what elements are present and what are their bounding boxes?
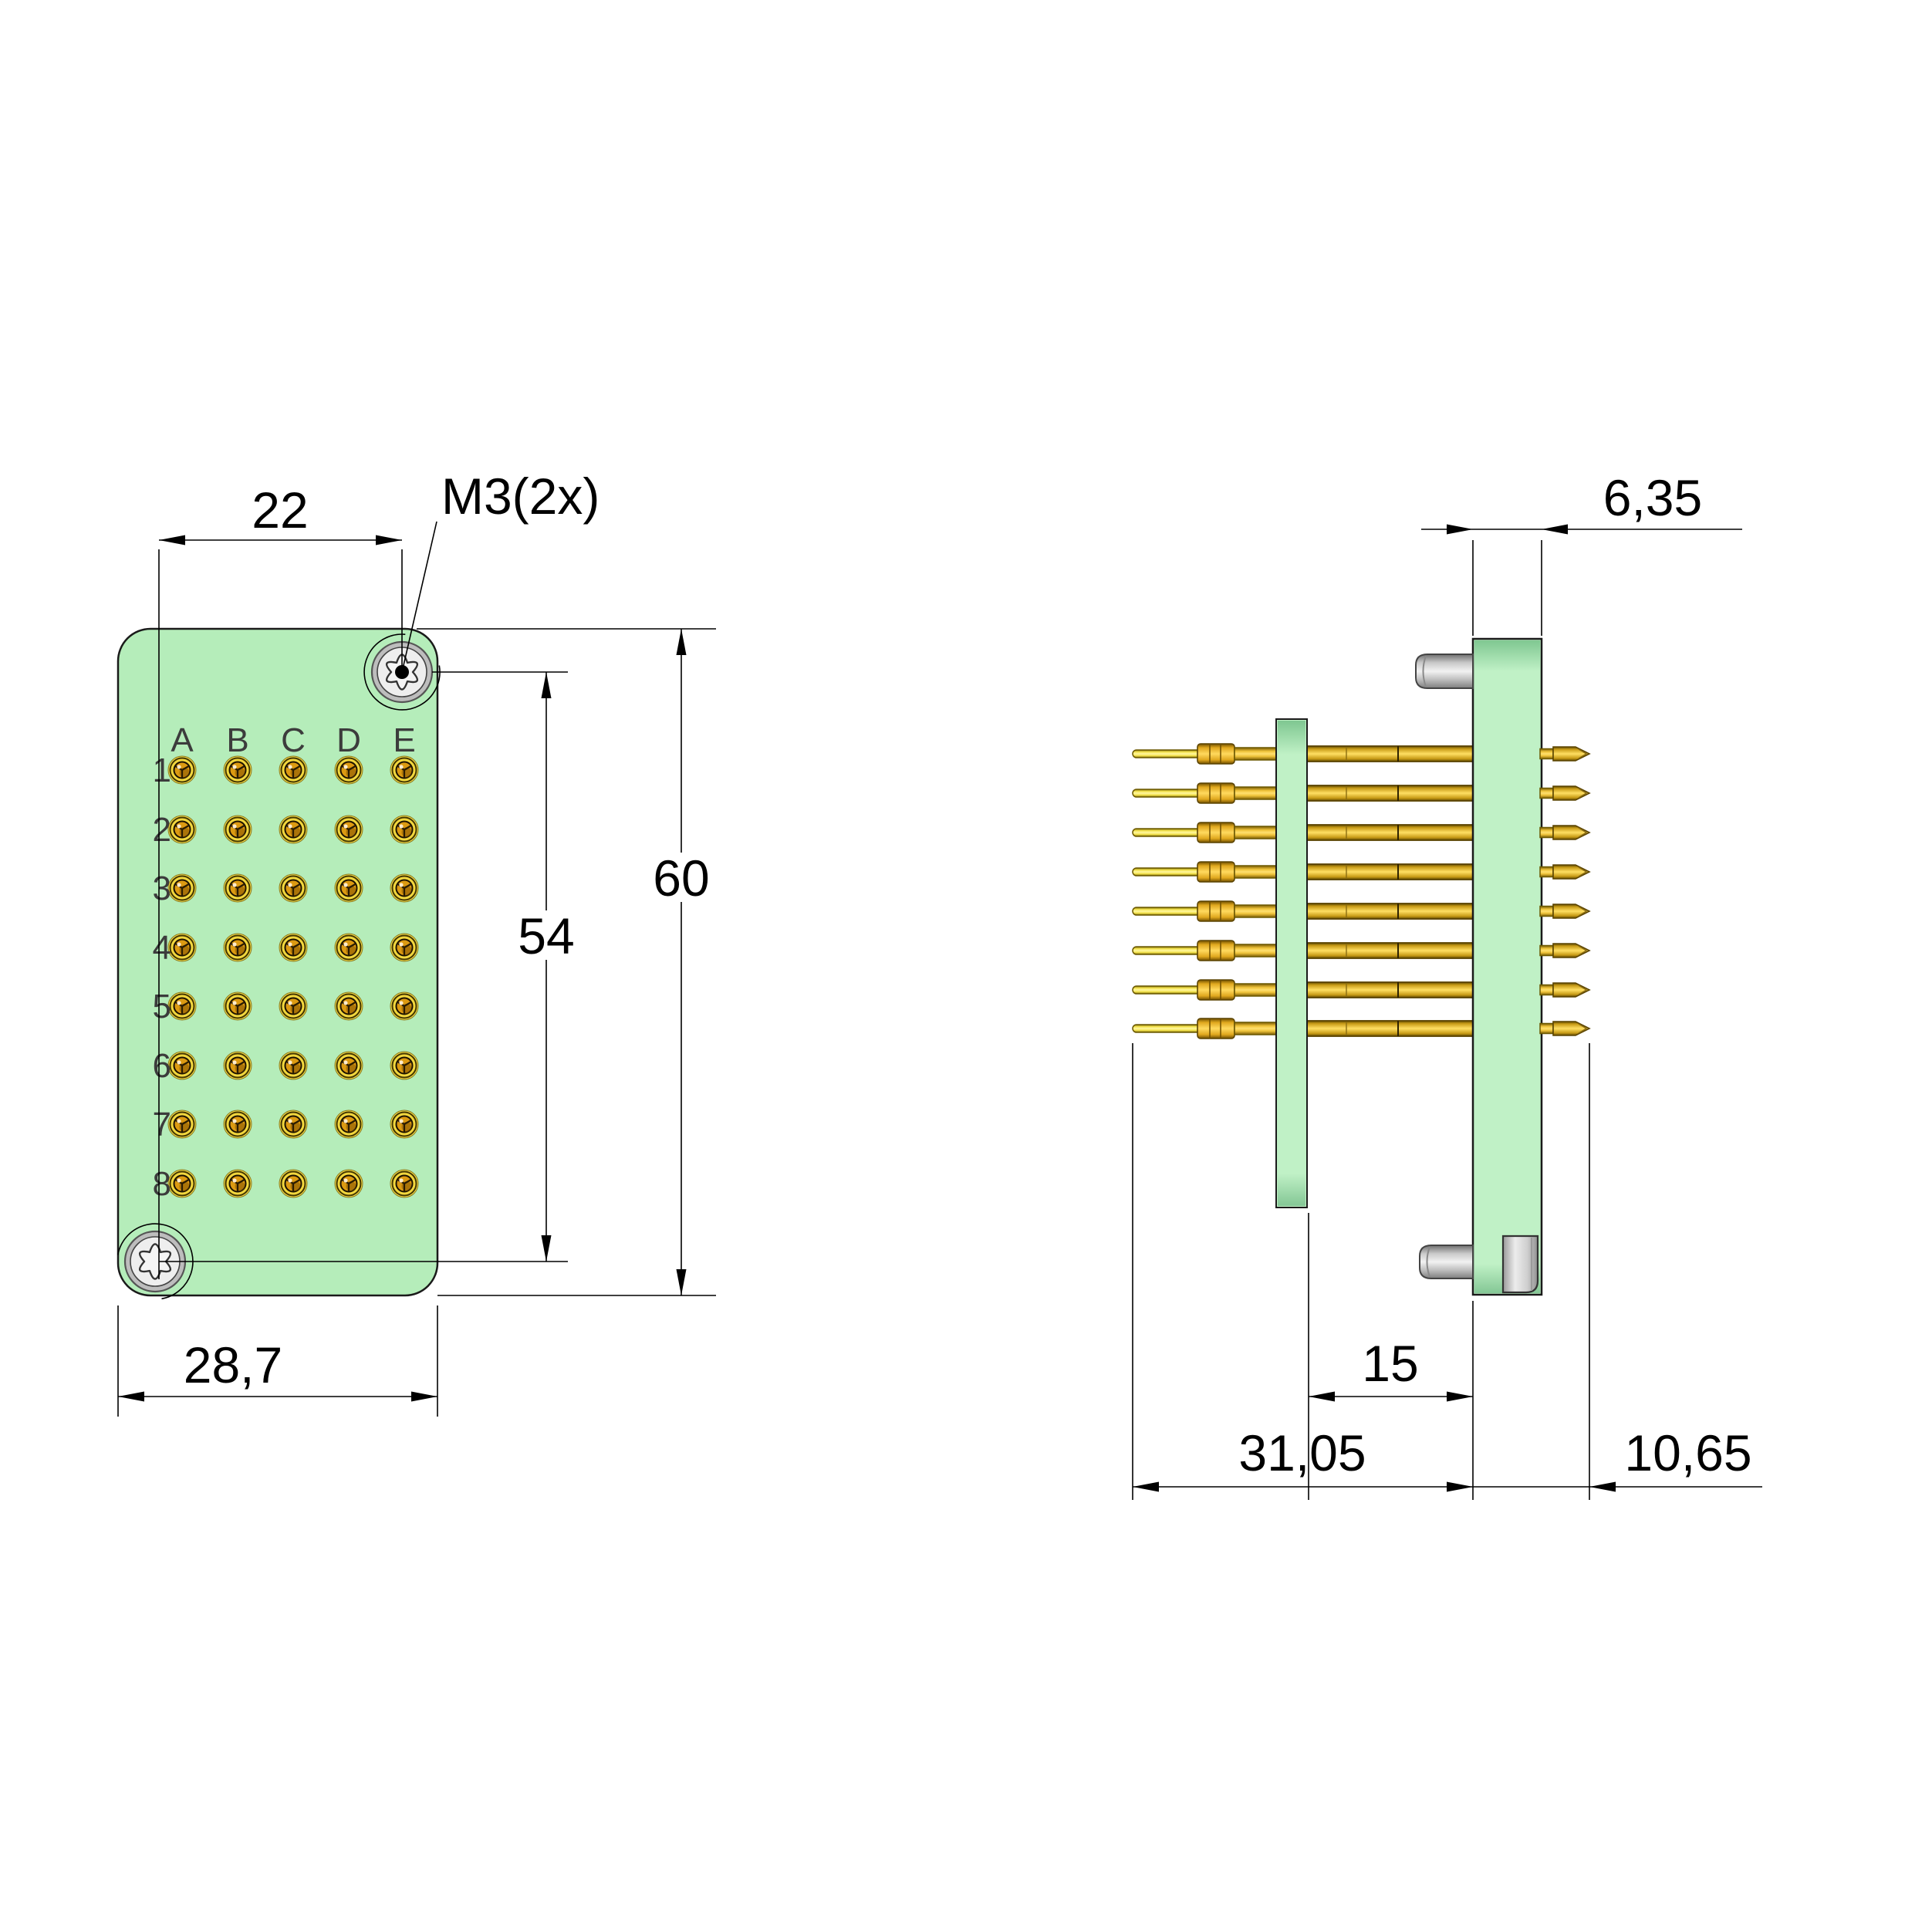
contact-socket <box>167 1169 197 1198</box>
contact-socket <box>279 1051 308 1080</box>
contact-socket <box>223 991 252 1021</box>
contact-socket <box>279 815 308 844</box>
row-label: 7 <box>153 1106 171 1143</box>
screw-bottom-left <box>123 1230 187 1293</box>
contact-socket <box>390 755 419 785</box>
column-label: B <box>226 721 248 759</box>
column-label: A <box>171 721 194 759</box>
contact-socket <box>390 1169 419 1198</box>
contact-socket <box>390 1110 419 1139</box>
contact-socket <box>223 1110 252 1139</box>
contact-socket <box>390 815 419 844</box>
contact-socket <box>167 873 197 903</box>
contact-socket <box>223 755 252 785</box>
row-label: 3 <box>153 870 171 907</box>
screw-shaft-bottom <box>1419 1245 1474 1279</box>
contact-socket <box>390 991 419 1021</box>
contact-socket <box>334 873 363 903</box>
contact-socket <box>279 873 308 903</box>
pin-row <box>1132 940 1476 961</box>
pin-tip <box>1539 1021 1591 1036</box>
pin-row <box>1132 782 1476 804</box>
torx-recess-icon <box>138 1243 172 1280</box>
dim-plate-thickness: 6,35 <box>1603 469 1702 526</box>
pin-tips <box>1539 746 1591 1036</box>
contact-socket <box>334 1110 363 1139</box>
relief-arc-bottom-left <box>117 1223 194 1300</box>
pin-tip <box>1539 825 1591 840</box>
contact-socket <box>167 755 197 785</box>
mounting-plate-small <box>1275 718 1308 1208</box>
column-label: E <box>393 721 415 759</box>
front-dimension-lines <box>117 521 716 1417</box>
mounting-plate-large <box>1471 637 1543 1296</box>
pin-tip <box>1539 746 1591 762</box>
contact-socket <box>167 815 197 844</box>
side-view: 6,35 15 31,05 10,65 <box>1132 469 1762 1500</box>
pin-tip <box>1539 982 1591 998</box>
row-label: 2 <box>153 811 171 849</box>
contact-socket <box>334 1051 363 1080</box>
contact-socket <box>390 873 419 903</box>
contact-socket <box>390 1051 419 1080</box>
contact-socket <box>334 1169 363 1198</box>
contact-socket <box>390 933 419 962</box>
contact-socket <box>279 991 308 1021</box>
pin-row <box>1132 979 1476 1001</box>
row-label: 1 <box>153 752 171 789</box>
front-dimension-texts: 22 M3(2x) 60 54 28,7 <box>184 468 710 1393</box>
side-dimension-texts: 6,35 15 31,05 10,65 <box>1238 469 1751 1481</box>
side-dimension-lines <box>1132 524 1762 1500</box>
contact-socket <box>167 933 197 962</box>
relief-arc-top-right <box>363 633 441 711</box>
pin-tip <box>1539 943 1591 958</box>
contact-socket <box>223 933 252 962</box>
contact-socket <box>334 755 363 785</box>
dim-plate-width: 28,7 <box>184 1336 282 1393</box>
dim-screw-pitch-h: 22 <box>252 481 308 539</box>
pin-tip <box>1539 785 1591 801</box>
row-label: 4 <box>153 929 171 967</box>
dim-screw-pitch-v: 54 <box>518 907 574 964</box>
contact-socket <box>167 1051 197 1080</box>
contact-socket <box>279 933 308 962</box>
dim-tip-side-length: 10,65 <box>1624 1424 1751 1481</box>
contact-socket <box>334 933 363 962</box>
contact-grid <box>167 755 419 1198</box>
contact-socket <box>223 1169 252 1198</box>
contact-socket <box>223 873 252 903</box>
column-label: D <box>336 721 361 759</box>
row-label: 5 <box>153 988 171 1025</box>
contact-socket <box>279 755 308 785</box>
row-label: 6 <box>153 1047 171 1085</box>
dim-thread-callout: M3(2x) <box>441 468 600 525</box>
contact-socket <box>334 991 363 1021</box>
contact-socket <box>223 815 252 844</box>
pin-row <box>1132 1018 1476 1039</box>
contact-socket <box>223 1051 252 1080</box>
contact-socket <box>334 815 363 844</box>
row-label: 8 <box>153 1165 171 1203</box>
screw-head-bottom <box>1501 1235 1539 1294</box>
dim-plate-gap: 15 <box>1362 1335 1418 1392</box>
pin-tip <box>1539 904 1591 919</box>
pin-tip <box>1539 864 1591 880</box>
contact-socket <box>279 1110 308 1139</box>
dim-tail-side-length: 31,05 <box>1238 1424 1366 1481</box>
guide-pin-top <box>1415 654 1474 689</box>
column-label: C <box>281 721 306 759</box>
m3-leader-dot <box>395 665 409 679</box>
contact-socket <box>279 1169 308 1198</box>
dim-plate-height: 60 <box>653 849 709 907</box>
contact-socket <box>167 1110 197 1139</box>
m3-leader-line <box>401 521 437 673</box>
contact-socket <box>167 991 197 1021</box>
